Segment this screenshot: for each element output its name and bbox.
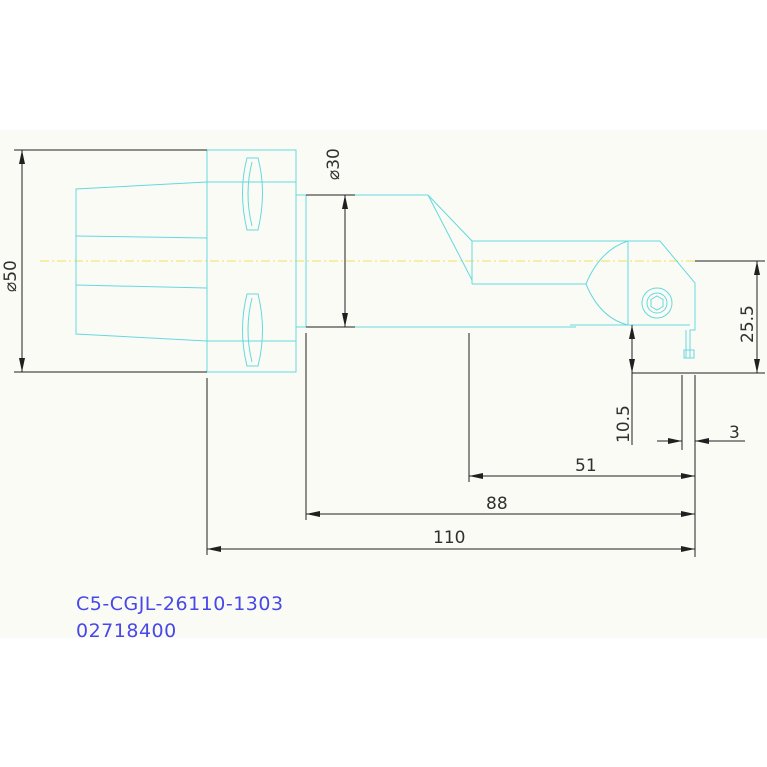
upper-keyway [242, 157, 263, 231]
dimension-lines [14, 149, 765, 557]
dim-shank-diameter: ⌀50 [1, 260, 21, 292]
flange [206, 149, 306, 373]
dim-insert-height: 10.5 [614, 405, 634, 443]
part-number: 02718400 [76, 620, 177, 642]
dim-overall-length: 110 [433, 528, 465, 548]
taper-shank [75, 181, 208, 342]
dim-bar-diameter: ⌀30 [324, 148, 344, 180]
part-code: C5-CGJL-26110-1303 [76, 593, 284, 615]
dim-cutting-height: 25.5 [738, 305, 758, 343]
dim-length-51: 51 [575, 456, 597, 476]
insert-head [628, 240, 696, 359]
lower-keyway [242, 293, 263, 367]
drawing-sheet [0, 130, 767, 638]
clamp-screw [641, 287, 673, 319]
dim-insert-offset: 3 [729, 423, 740, 443]
dim-length-88: 88 [486, 494, 508, 514]
